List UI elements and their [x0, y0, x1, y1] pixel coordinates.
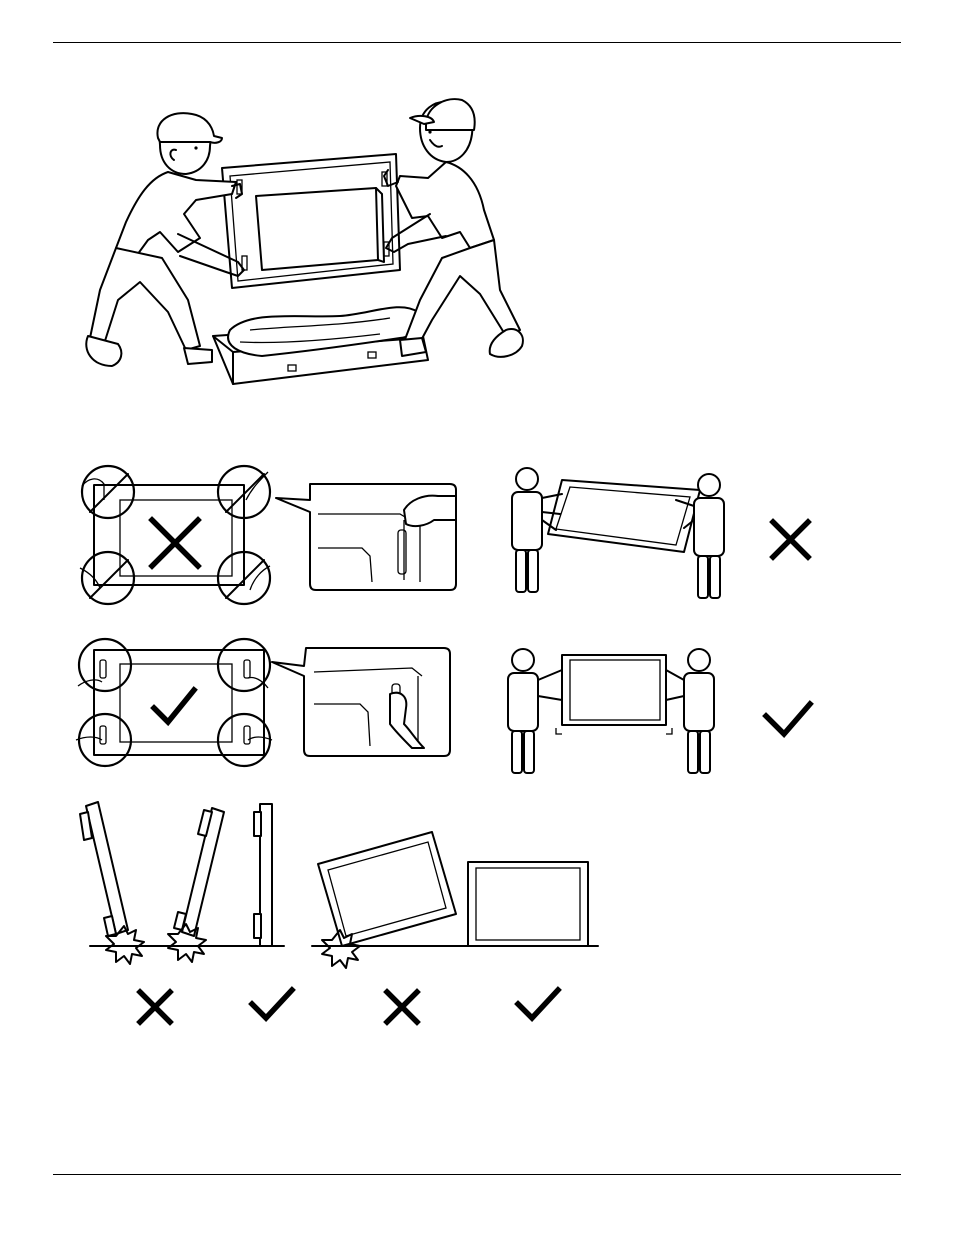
figure-lifting-display-from-box [86, 99, 523, 384]
display-panel [222, 154, 400, 288]
checkmark-icon [766, 704, 810, 734]
callout-correct-grip-detail [272, 648, 450, 756]
packing-box [213, 307, 428, 384]
panel-on-corner-incorrect [318, 832, 456, 968]
figure-carrying-incorrect [512, 468, 808, 598]
worker-left [86, 113, 247, 366]
callout-incorrect-grip-detail [276, 484, 456, 590]
figure-handle-grip-correct [76, 639, 450, 766]
checkmark-icon [518, 990, 558, 1018]
figure-placing-on-edge [80, 802, 292, 1022]
panel-upright-correct [254, 804, 272, 946]
panel-tilted-incorrect [80, 802, 144, 964]
panel-flat-correct [468, 862, 588, 946]
cross-icon [773, 522, 808, 557]
checkmark-icon [252, 990, 292, 1018]
figure-handle-grip-incorrect [80, 466, 456, 604]
figure-placing-orientation [312, 832, 598, 1022]
cross-icon [387, 992, 417, 1022]
figure-carrying-correct [508, 649, 810, 773]
panel-tilted-forward [168, 808, 224, 962]
cross-icon [140, 992, 170, 1022]
